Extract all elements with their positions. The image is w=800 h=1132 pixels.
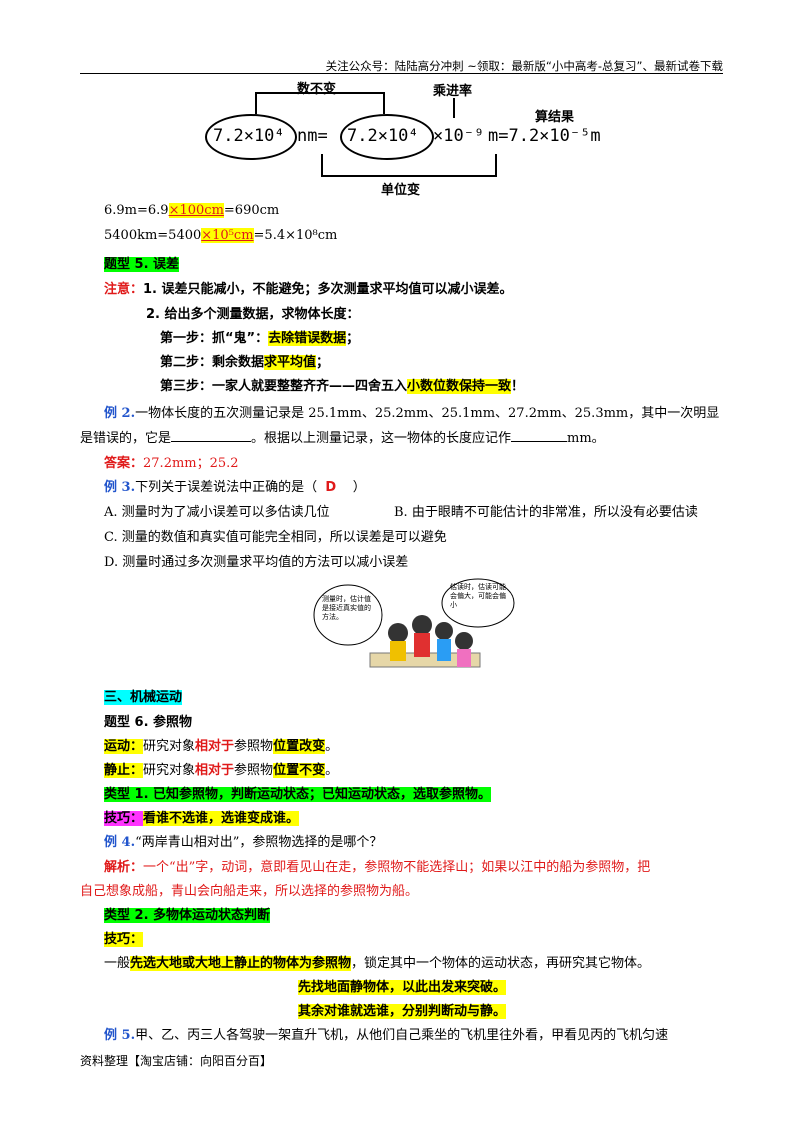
general-rule: 一般先选大地或大地上静止的物体为参照物，锁定其中一个物体的运动状态，再研究其它物… — [104, 956, 651, 971]
example-2-line1: 例 2.一物体长度的五次测量记录是 25.1mm、25.2mm、25.1mm、2… — [104, 406, 720, 421]
cartoon-illustration: 测量时，估计值是接近真实值的方法。 估读时，估读可能会偏大，可能会偏小 — [310, 575, 520, 675]
rest-definition: 静止：研究对象相对于参照物位置不变。 — [104, 763, 339, 778]
section-3-title: 三、机械运动 — [104, 690, 183, 705]
motion-definition: 运动：研究对象相对于参照物位置改变。 — [104, 739, 339, 754]
option-d: D. 测量时通过多次测量求平均值的方法可以减小误差 — [104, 555, 409, 570]
unit-nm: nm= — [297, 126, 328, 146]
conversion-line-2: 5400km=5400×10⁵cm=5.4×10⁸cm — [104, 228, 338, 243]
bottom-bracket-left — [321, 154, 323, 176]
blank-2 — [511, 429, 568, 442]
note-1: 注意：1. 误差只能减小，不能避免；多次测量求平均值可以减小误差。 — [104, 282, 513, 297]
center-rhyme-1: 先找地面静物体，以此出发来突破。 — [298, 980, 507, 995]
center-rhyme-2: 其余对谁就选谁，分别判断动与静。 — [298, 1004, 507, 1019]
option-b: B. 由于眼睛不可能估计的非常准，所以没有必要估读 — [394, 505, 698, 520]
left-ellipse — [205, 114, 297, 160]
type6-title: 题型 6. 参照物 — [104, 715, 193, 730]
example-5: 例 5.甲、乙、丙三人各驾驶一架直升飞机，从他们自己乘坐的飞机里往外看，甲看见丙… — [104, 1028, 669, 1043]
label-unit-change: 单位变 — [381, 183, 421, 198]
step-3: 第三步：一家人就要整整齐齐——四舍五入小数位数保持一致！ — [160, 379, 525, 394]
bottom-bracket-right — [495, 154, 497, 176]
conversion-line-1: 6.9m=6.9×100cm=690cm — [104, 203, 280, 218]
times-power: ×10⁻⁹ — [433, 126, 485, 146]
mid-ellipse — [340, 114, 434, 160]
analysis-line-2: 自己想象成船，青山会向船走来，所以选择的参照物为船。 — [80, 884, 419, 899]
cartoon-svg — [313, 578, 515, 668]
step-1: 第一步：抓“鬼”：去除错误数据； — [160, 331, 360, 346]
option-a: A. 测量时为了减小误差可以多估读几位 — [104, 505, 330, 520]
header-text: 关注公众号：陆陆高分冲刺 ~领取：最新版“小中高考-总复习”、最新试卷下载 — [325, 59, 723, 73]
tip-1: 技巧：看谁不选谁，选谁变成谁。 — [104, 811, 300, 826]
mult-arrow — [453, 98, 455, 118]
label-multiply-rate: 乘进率 — [433, 84, 473, 99]
kind-1: 类型 1. 已知参照物，判断运动状态；已知运动状态，选取参照物。 — [104, 787, 492, 802]
label-number-unchanged: 数不变 — [297, 82, 337, 97]
blank-1 — [171, 429, 252, 442]
unit-conversion-diagram: 7.2×10⁴ nm= 7.2×10⁴ ×10⁻⁹ m=7.2×10⁻⁵m 数不… — [205, 78, 625, 198]
page-header: 关注公众号：陆陆高分冲刺 ~领取：最新版“小中高考-总复习”、最新试卷下载 — [80, 0, 723, 74]
analysis-line-1: 解析：一个“出”字，动词，意即看见山在走，参照物不能选择山；如果以江中的船为参照… — [104, 860, 651, 875]
mid-expr: 7.2×10⁴ — [347, 126, 419, 146]
note-2: 2. 给出多个测量数据，求物体长度： — [146, 307, 360, 322]
example-2-answer: 答案：27.2mm；25.2 — [104, 456, 239, 471]
conversion-box-1: ×100cm — [168, 203, 224, 218]
example-4: 例 4.“两岸青山相对出”，参照物选择的是哪个？ — [104, 835, 383, 850]
option-c: C. 测量的数值和真实值可能完全相同，所以误差是可以避免 — [104, 530, 447, 545]
tip-2: 技巧： — [104, 932, 144, 947]
conversion-box-2: ×10⁵cm — [201, 228, 254, 243]
type5-title: 题型 5. 误差 — [104, 257, 180, 272]
bubble-right-text: 估读时，估读可能会偏大，可能会偏小 — [450, 583, 506, 609]
top-bracket-bar — [255, 92, 385, 94]
result-expr: m=7.2×10⁻⁵m — [488, 126, 601, 146]
kind-2: 类型 2. 多物体运动状态判断 — [104, 908, 271, 923]
example-3-question: 例 3.下列关于误差说法中正确的是（ D ） — [104, 480, 366, 495]
label-calc-result: 算结果 — [535, 110, 575, 125]
left-expr: 7.2×10⁴ — [213, 126, 285, 146]
bottom-bracket-bar — [321, 175, 497, 177]
page-footer: 资料整理【淘宝店铺：向阳百分百】 — [80, 1054, 273, 1068]
top-bracket-left — [255, 92, 257, 114]
top-bracket-right — [383, 92, 385, 114]
bubble-left-text: 测量时，估计值是接近真实值的方法。 — [322, 595, 371, 621]
step-2: 第二步：剩余数据求平均值； — [160, 355, 330, 370]
